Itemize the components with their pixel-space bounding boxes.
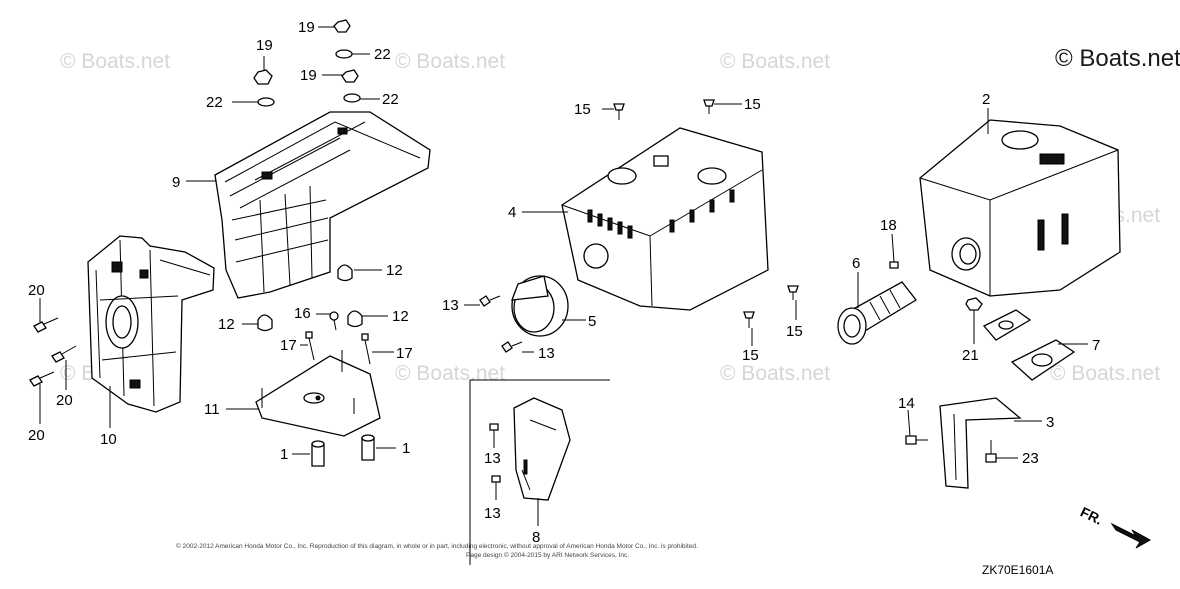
callout-label: 17: [396, 345, 413, 362]
copyright-text: © 2002-2012 American Honda Motor Co., In…: [176, 542, 698, 550]
callout-label: 14: [898, 395, 915, 412]
callout-label: 1: [402, 440, 410, 457]
callout-label: 20: [28, 427, 45, 444]
callout-label: 19: [298, 19, 315, 36]
screw-group-15: [613, 99, 799, 328]
callout-label: 22: [374, 46, 391, 63]
callout-label: 21: [962, 347, 979, 364]
part-2-muffler: [919, 119, 1121, 297]
callout-label: 2: [982, 91, 990, 108]
callout-label: 15: [786, 323, 803, 340]
callout-label: 17: [280, 337, 297, 354]
direction-label: FR.: [1078, 504, 1105, 528]
callout-label: 20: [56, 392, 73, 409]
callout-label: 19: [256, 37, 273, 54]
callout-label: 13: [442, 297, 459, 314]
callout-label: 3: [1046, 414, 1054, 431]
callout-label: 12: [392, 308, 409, 325]
callout-label: 16: [294, 305, 311, 322]
callout-label: 11: [204, 401, 220, 418]
watermark: © Boats.net: [1050, 362, 1160, 385]
callout-label: 5: [588, 313, 596, 330]
part-11-plate: [255, 350, 381, 437]
inset-box: [469, 379, 610, 565]
callout-label: 13: [484, 450, 501, 467]
part-5-cap: [511, 275, 569, 337]
callout-label: 13: [538, 345, 555, 362]
callout-label: 9: [172, 174, 180, 191]
callout-label: 13: [484, 505, 501, 522]
callout-label: 1: [280, 446, 288, 463]
watermark: © Boats.net: [395, 50, 505, 73]
part-10-bracket: [87, 235, 215, 413]
callout-label: 23: [1022, 450, 1039, 467]
callout-label: 4: [508, 204, 516, 221]
callout-label: 22: [206, 94, 223, 111]
callout-label: 8: [532, 529, 540, 546]
callout-label: 15: [742, 347, 759, 364]
watermark: © Boats.net: [720, 50, 830, 73]
part-8-shield: [513, 397, 571, 501]
callout-label: 19: [300, 67, 317, 84]
callout-label: 6: [852, 255, 860, 272]
leader-lines: [39, 26, 1088, 526]
callout-label: 10: [100, 431, 117, 448]
callout-label: 15: [574, 101, 591, 118]
watermark: © Boats.net: [720, 362, 830, 385]
callout-label: 7: [1092, 337, 1100, 354]
footer: © 2002-2012 American Honda Motor Co., In…: [176, 542, 1053, 577]
grommet-group-12: [257, 264, 371, 365]
callout-labels: 19 22 19 19 22 22 9 12 12 16 12 17 17 20…: [28, 19, 1100, 546]
watermark: © Boats.net: [60, 50, 170, 73]
part-6-arrester: [837, 281, 917, 345]
part-4-protector: [561, 127, 769, 311]
fastener-group-19-22: [253, 19, 361, 107]
callout-label: 12: [218, 316, 235, 333]
part-9-frame: [214, 111, 431, 299]
screw-group-13: [479, 295, 523, 492]
callout-label: 18: [880, 217, 897, 234]
copyright-text: Page design © 2004-2015 by ARI Network S…: [466, 551, 629, 559]
watermark: © Boats.net: [395, 362, 505, 385]
bolt-group-20: [29, 317, 77, 387]
fastener-group-18-21: [889, 261, 983, 336]
direction-arrow: FR.: [1078, 504, 1152, 549]
main-watermark: © Boats.net: [1055, 45, 1180, 72]
callout-label: 22: [382, 91, 399, 108]
part-3-bracket: [905, 397, 1022, 489]
callout-label: 12: [386, 262, 403, 279]
part-1-collars: [311, 434, 375, 467]
callout-label: 15: [744, 96, 761, 113]
part-7-gasket: [982, 309, 1076, 381]
callout-label: 20: [28, 282, 45, 299]
diagram-code: ZK70E1601A: [982, 563, 1053, 577]
